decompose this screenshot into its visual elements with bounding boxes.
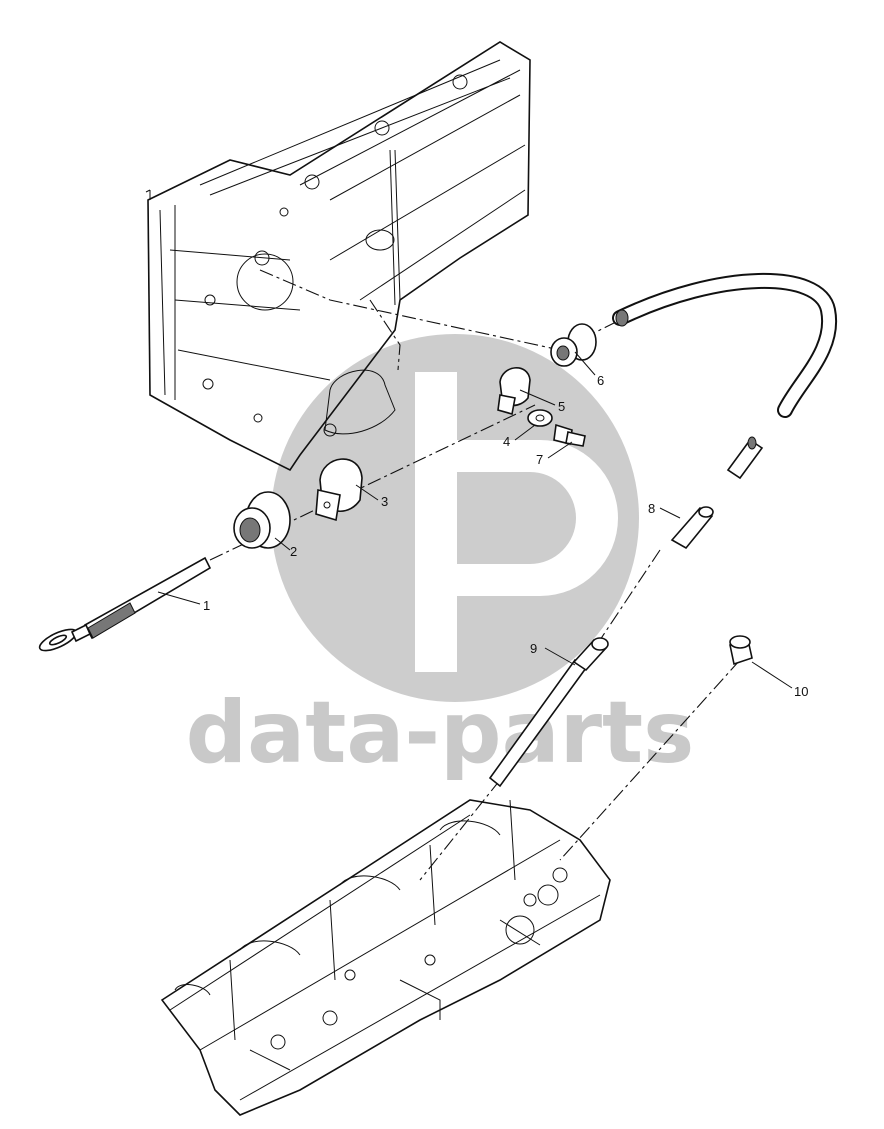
part-10-plug	[729, 635, 753, 666]
callouts: 1 2 3 4 5 6 7 8 9 10	[203, 373, 808, 699]
callout-7: 7	[536, 452, 543, 467]
part-8-adapter	[670, 506, 714, 550]
callout-10: 10	[794, 684, 808, 699]
callout-4: 4	[503, 434, 510, 449]
callout-6: 6	[597, 373, 604, 388]
part-2-grommet	[233, 491, 291, 549]
part-6-grommet	[550, 323, 597, 367]
part-4-washer	[527, 409, 553, 427]
watermark-logo	[271, 334, 639, 702]
flywheel-housing	[145, 41, 531, 472]
cylinder-head	[160, 799, 611, 1116]
part-1-dipstick	[38, 556, 212, 652]
leader-lines	[157, 351, 793, 689]
callout-9: 9	[530, 641, 537, 656]
callout-8: 8	[648, 501, 655, 516]
callout-3: 3	[381, 494, 388, 509]
callout-1: 1	[203, 598, 210, 613]
dipstick-guide-tube	[612, 273, 838, 480]
part-9-tube	[488, 637, 609, 788]
part-3-clamp	[315, 458, 363, 522]
callout-2: 2	[290, 544, 297, 559]
part-5-clamp	[497, 367, 531, 416]
watermark-text: data-parts	[186, 683, 695, 783]
callout-5: 5	[558, 399, 565, 414]
